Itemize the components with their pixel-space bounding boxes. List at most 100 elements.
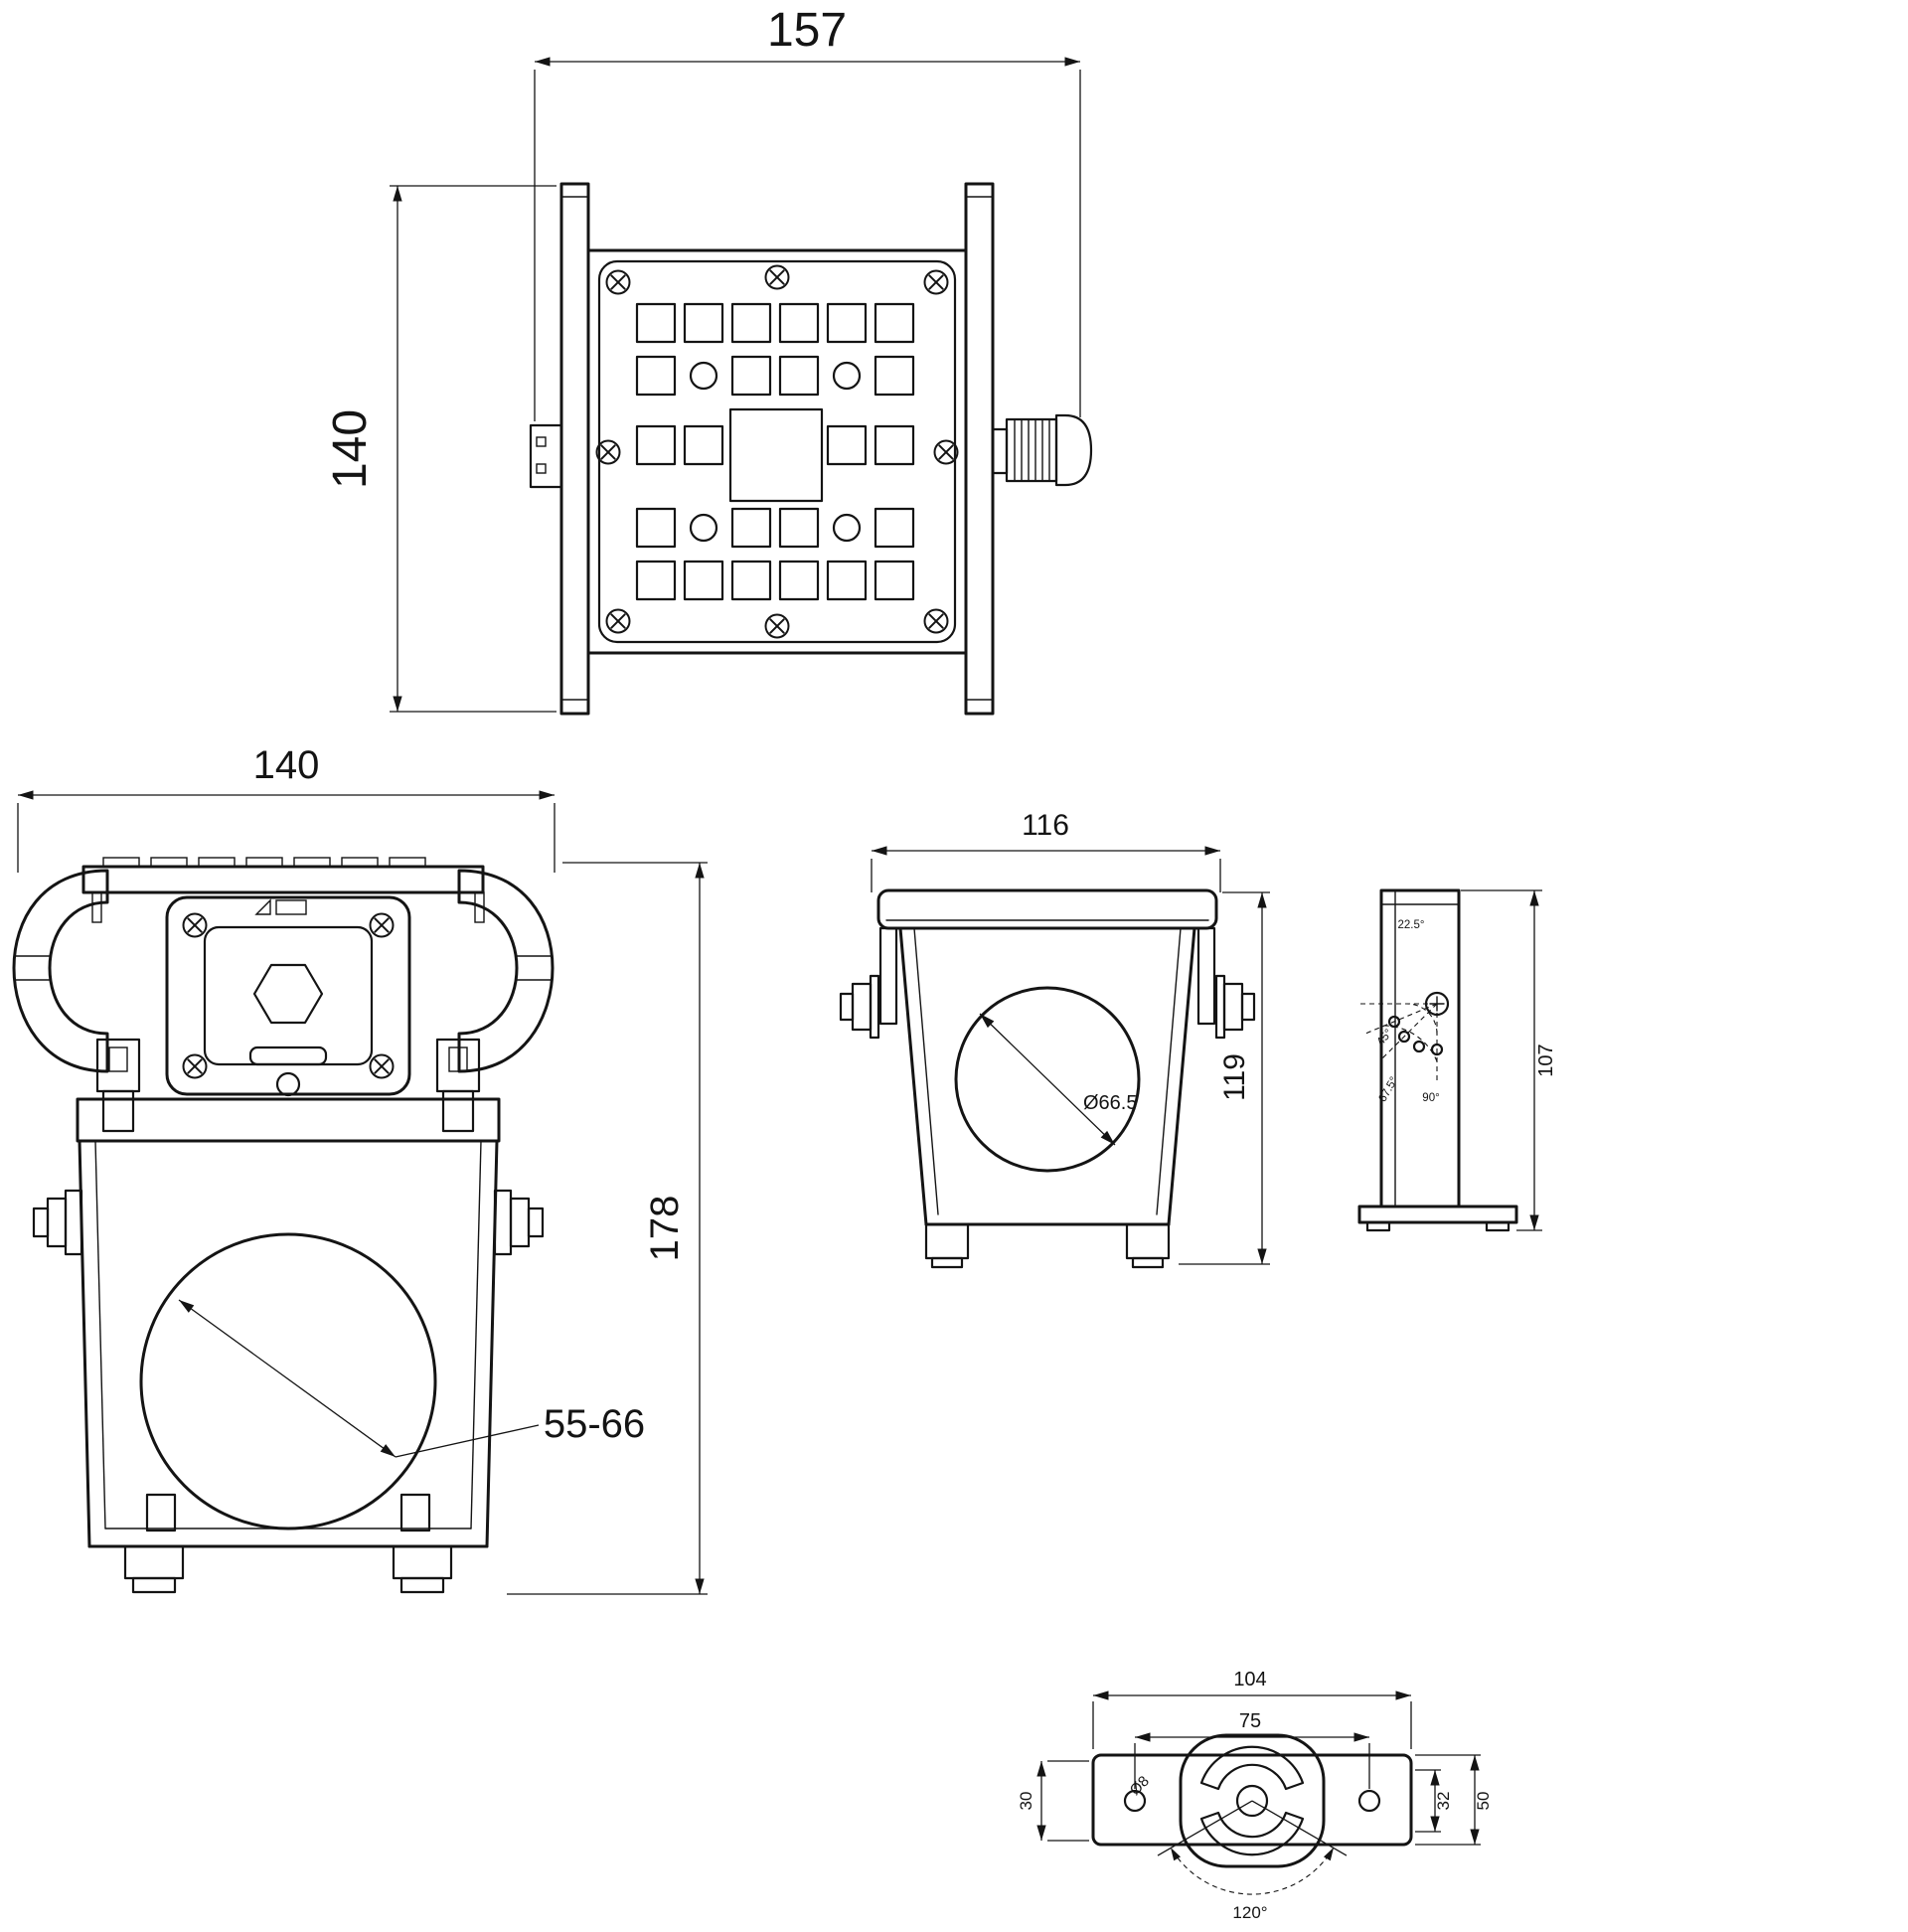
right-rail (964, 182, 995, 716)
led-cell (874, 424, 915, 466)
dim-label-75: 75 (1239, 1710, 1261, 1732)
foot-pad (930, 1256, 964, 1269)
lower-arc-slot (1199, 1811, 1305, 1856)
upper-arc-slot (1199, 1745, 1305, 1791)
pole-body: 22.5° 45° 67.5° 90° (1357, 888, 1518, 1232)
dim-label-55-66: 55-66 (544, 1402, 645, 1446)
led-cell (826, 424, 868, 466)
clamp-tab (145, 1493, 177, 1532)
gland-cap (1054, 413, 1093, 487)
dim-hole-spacing: 75 (1134, 1710, 1370, 1789)
clamp-bolt-right (1214, 974, 1256, 1040)
pole-bore (954, 986, 1141, 1173)
angle-arc (1170, 1847, 1335, 1895)
screw-icon (182, 912, 208, 938)
bracket-side-inner (94, 1140, 106, 1530)
dim-label-119: 119 (1218, 1053, 1251, 1101)
led-cell (874, 355, 915, 397)
dim-back-width: 140 (17, 743, 556, 873)
led-cell (635, 424, 677, 466)
fixing-hole (832, 361, 862, 391)
face-screws (595, 264, 959, 639)
plate-hole (275, 1071, 301, 1097)
led-cell (874, 507, 915, 549)
mount-hole-right (1357, 1789, 1381, 1813)
led-cell (635, 560, 677, 601)
dim-bore-diameter: Ø66.5 (979, 1013, 1137, 1146)
face-plate (586, 248, 968, 655)
dim-pole-height: 107 (1461, 889, 1557, 1231)
led-cell (826, 302, 868, 344)
angle-label-45: 45° (1375, 1028, 1395, 1048)
angle-leg (1251, 1800, 1348, 1856)
base-pad (1485, 1220, 1510, 1232)
led-cell (635, 355, 677, 397)
mold-mark-icon (254, 898, 271, 915)
clamp-bolt-right (493, 1189, 545, 1256)
led-cell (683, 424, 724, 466)
screw-icon (182, 1053, 208, 1079)
luminaire-front-body (529, 182, 1093, 716)
arm-outer (1167, 926, 1196, 1226)
led-cell (730, 302, 772, 344)
clamp-bolt-left (32, 1189, 83, 1256)
dim-inner-height: 32 (1415, 1769, 1453, 1833)
arm-inner (1156, 927, 1182, 1215)
side-view: 116 119 (839, 809, 1270, 1269)
dim-label-107: 107 (1535, 1044, 1557, 1076)
hinge-tab-left (95, 1038, 141, 1133)
clamp-tab (399, 1493, 431, 1532)
bracket-side-body: Ø66.5 (839, 888, 1256, 1269)
connector-body (529, 423, 563, 489)
led-cell (874, 302, 915, 344)
plate-inner-frame (203, 925, 374, 1066)
diameter-arrow (979, 1013, 1116, 1146)
dim-back-height: 178 (507, 862, 708, 1595)
dim-label-157: 157 (767, 4, 847, 57)
hinge-tab-right (435, 1038, 481, 1133)
led-cell (778, 560, 820, 601)
dim-plate-height: 50 (1415, 1754, 1493, 1846)
led-cell (683, 560, 724, 601)
screw-icon (764, 264, 790, 290)
screw-icon (605, 269, 631, 295)
pole-clamp-bore (139, 1232, 437, 1530)
dim-front-overall-height: 140 (324, 185, 556, 713)
led-cell (778, 507, 820, 549)
screw-icon (923, 269, 949, 295)
screw-icon (369, 912, 395, 938)
angle-hole (1397, 1030, 1411, 1044)
angle-leg (1157, 1800, 1253, 1856)
hex-cable-hole (252, 963, 324, 1025)
dim-side-offset: 30 (1017, 1760, 1089, 1842)
dim-clamp-range: 55-66 (178, 1299, 645, 1458)
groove-slot (91, 891, 102, 923)
center-window (728, 407, 824, 503)
dim-swivel-angle: 120° (1157, 1800, 1348, 1922)
base-pad (1365, 1220, 1391, 1232)
led-cell (874, 560, 915, 601)
connector-pin (536, 436, 547, 447)
led-cell (635, 302, 677, 344)
face-gasket (597, 259, 957, 644)
top-strap (876, 888, 1218, 930)
fixing-hole (832, 513, 862, 543)
led-grid (635, 302, 915, 601)
connector-pin (536, 463, 547, 474)
back-view: 140 178 (12, 743, 708, 1595)
cable-gland (991, 413, 1093, 487)
top-edge (81, 865, 485, 894)
dim-label-30: 30 (1017, 1792, 1035, 1811)
left-extrusion-ear (12, 869, 109, 1073)
screw-icon (764, 613, 790, 639)
led-cell (778, 302, 820, 344)
leader-line (395, 1424, 540, 1458)
led-cell (826, 560, 868, 601)
fixing-hole (689, 513, 718, 543)
dim-label-116: 116 (1022, 809, 1069, 842)
gland-ribs (1014, 418, 1050, 482)
strap-end-tab (878, 926, 898, 1026)
screw-icon (369, 1053, 395, 1079)
gland-neck (991, 427, 1009, 475)
